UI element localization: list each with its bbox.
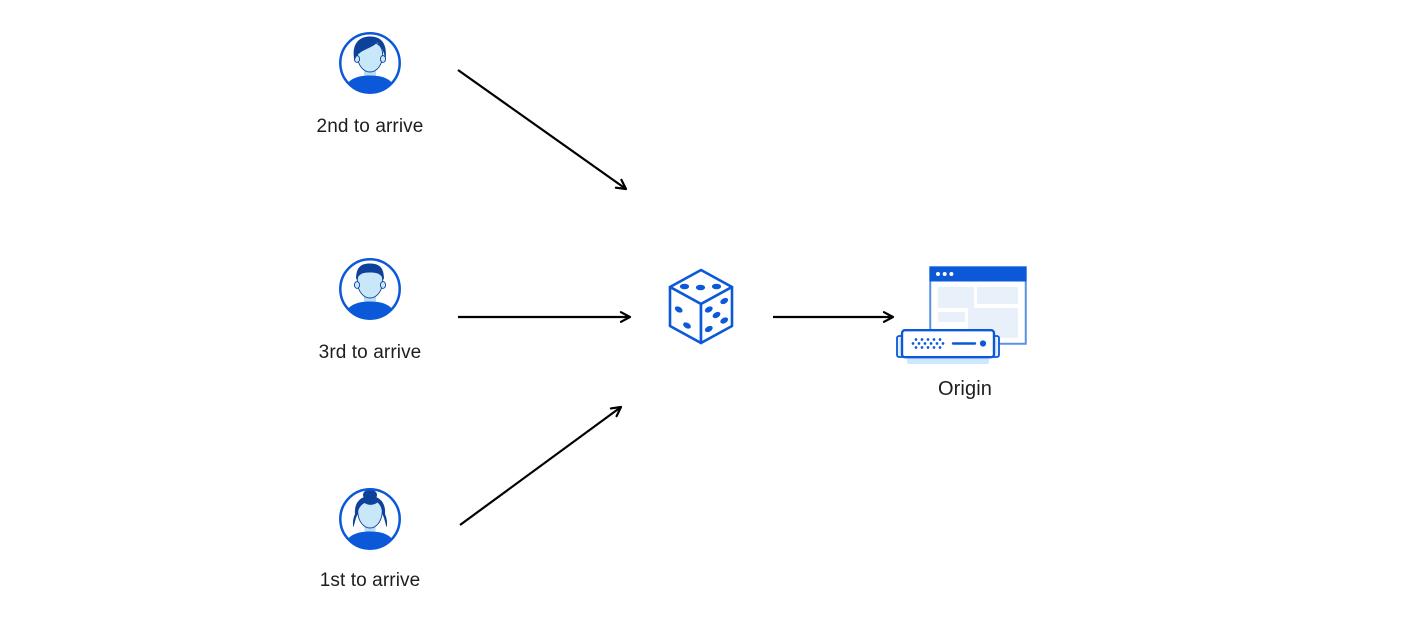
arrow-client2-to-dice [457,69,628,191]
server-icon [896,329,1000,364]
client-1st-label: 1st to arrive [319,570,421,591]
man-swept-hair-avatar-icon [339,32,401,94]
client-1st-to-arrive [337,486,403,552]
man-short-hair-avatar-icon [339,258,401,320]
arrow-client1-to-dice [459,405,623,526]
client-2nd-to-arrive [337,30,403,96]
woman-bun-avatar-icon [339,488,401,550]
client-3rd-to-arrive [337,256,403,322]
client-2nd-label: 2nd to arrive [316,116,424,137]
origin-label: Origin [938,378,992,400]
client-3rd-label: 3rd to arrive [318,342,422,363]
dice-icon [668,268,734,345]
